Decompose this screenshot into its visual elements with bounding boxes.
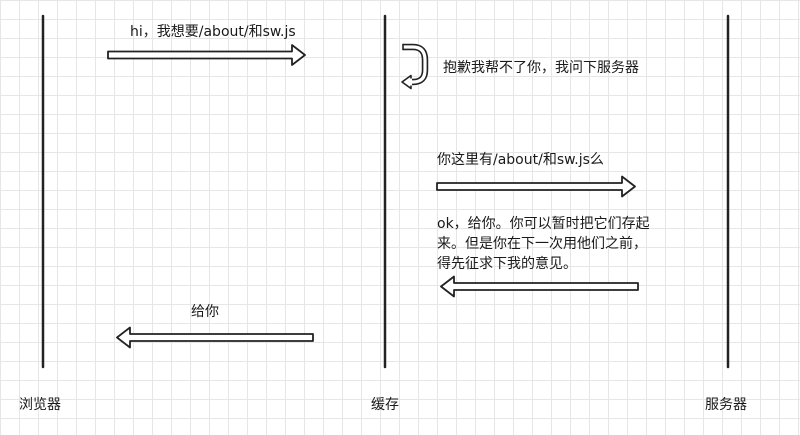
deliver-label: 给你	[191, 304, 219, 320]
cache-miss-loop-arrow	[401, 43, 429, 90]
request-label: hi，我想要/about/和sw.js	[130, 24, 296, 40]
request-arrow	[107, 44, 306, 66]
server-lane-label: 服务器	[705, 397, 747, 413]
reply-label-line-1: ok，给你。你可以暂时把它们存起	[437, 216, 650, 232]
browser-lane-label: 浏览器	[19, 397, 61, 413]
reply-label-line-2: 来。但是你在下一次用他们之前，	[437, 236, 647, 252]
deliver-arrow	[116, 326, 314, 349]
reply-label-line-3: 得先征求下我的意见。	[437, 256, 577, 272]
forward-label: 你这里有/about/和sw.js么	[437, 152, 604, 168]
cache-miss-label: 抱歉我帮不了你，我问下服务器	[443, 60, 639, 76]
cache-lane-label: 缓存	[371, 397, 399, 413]
forward-arrow	[436, 175, 636, 198]
reply-arrow	[440, 275, 639, 298]
